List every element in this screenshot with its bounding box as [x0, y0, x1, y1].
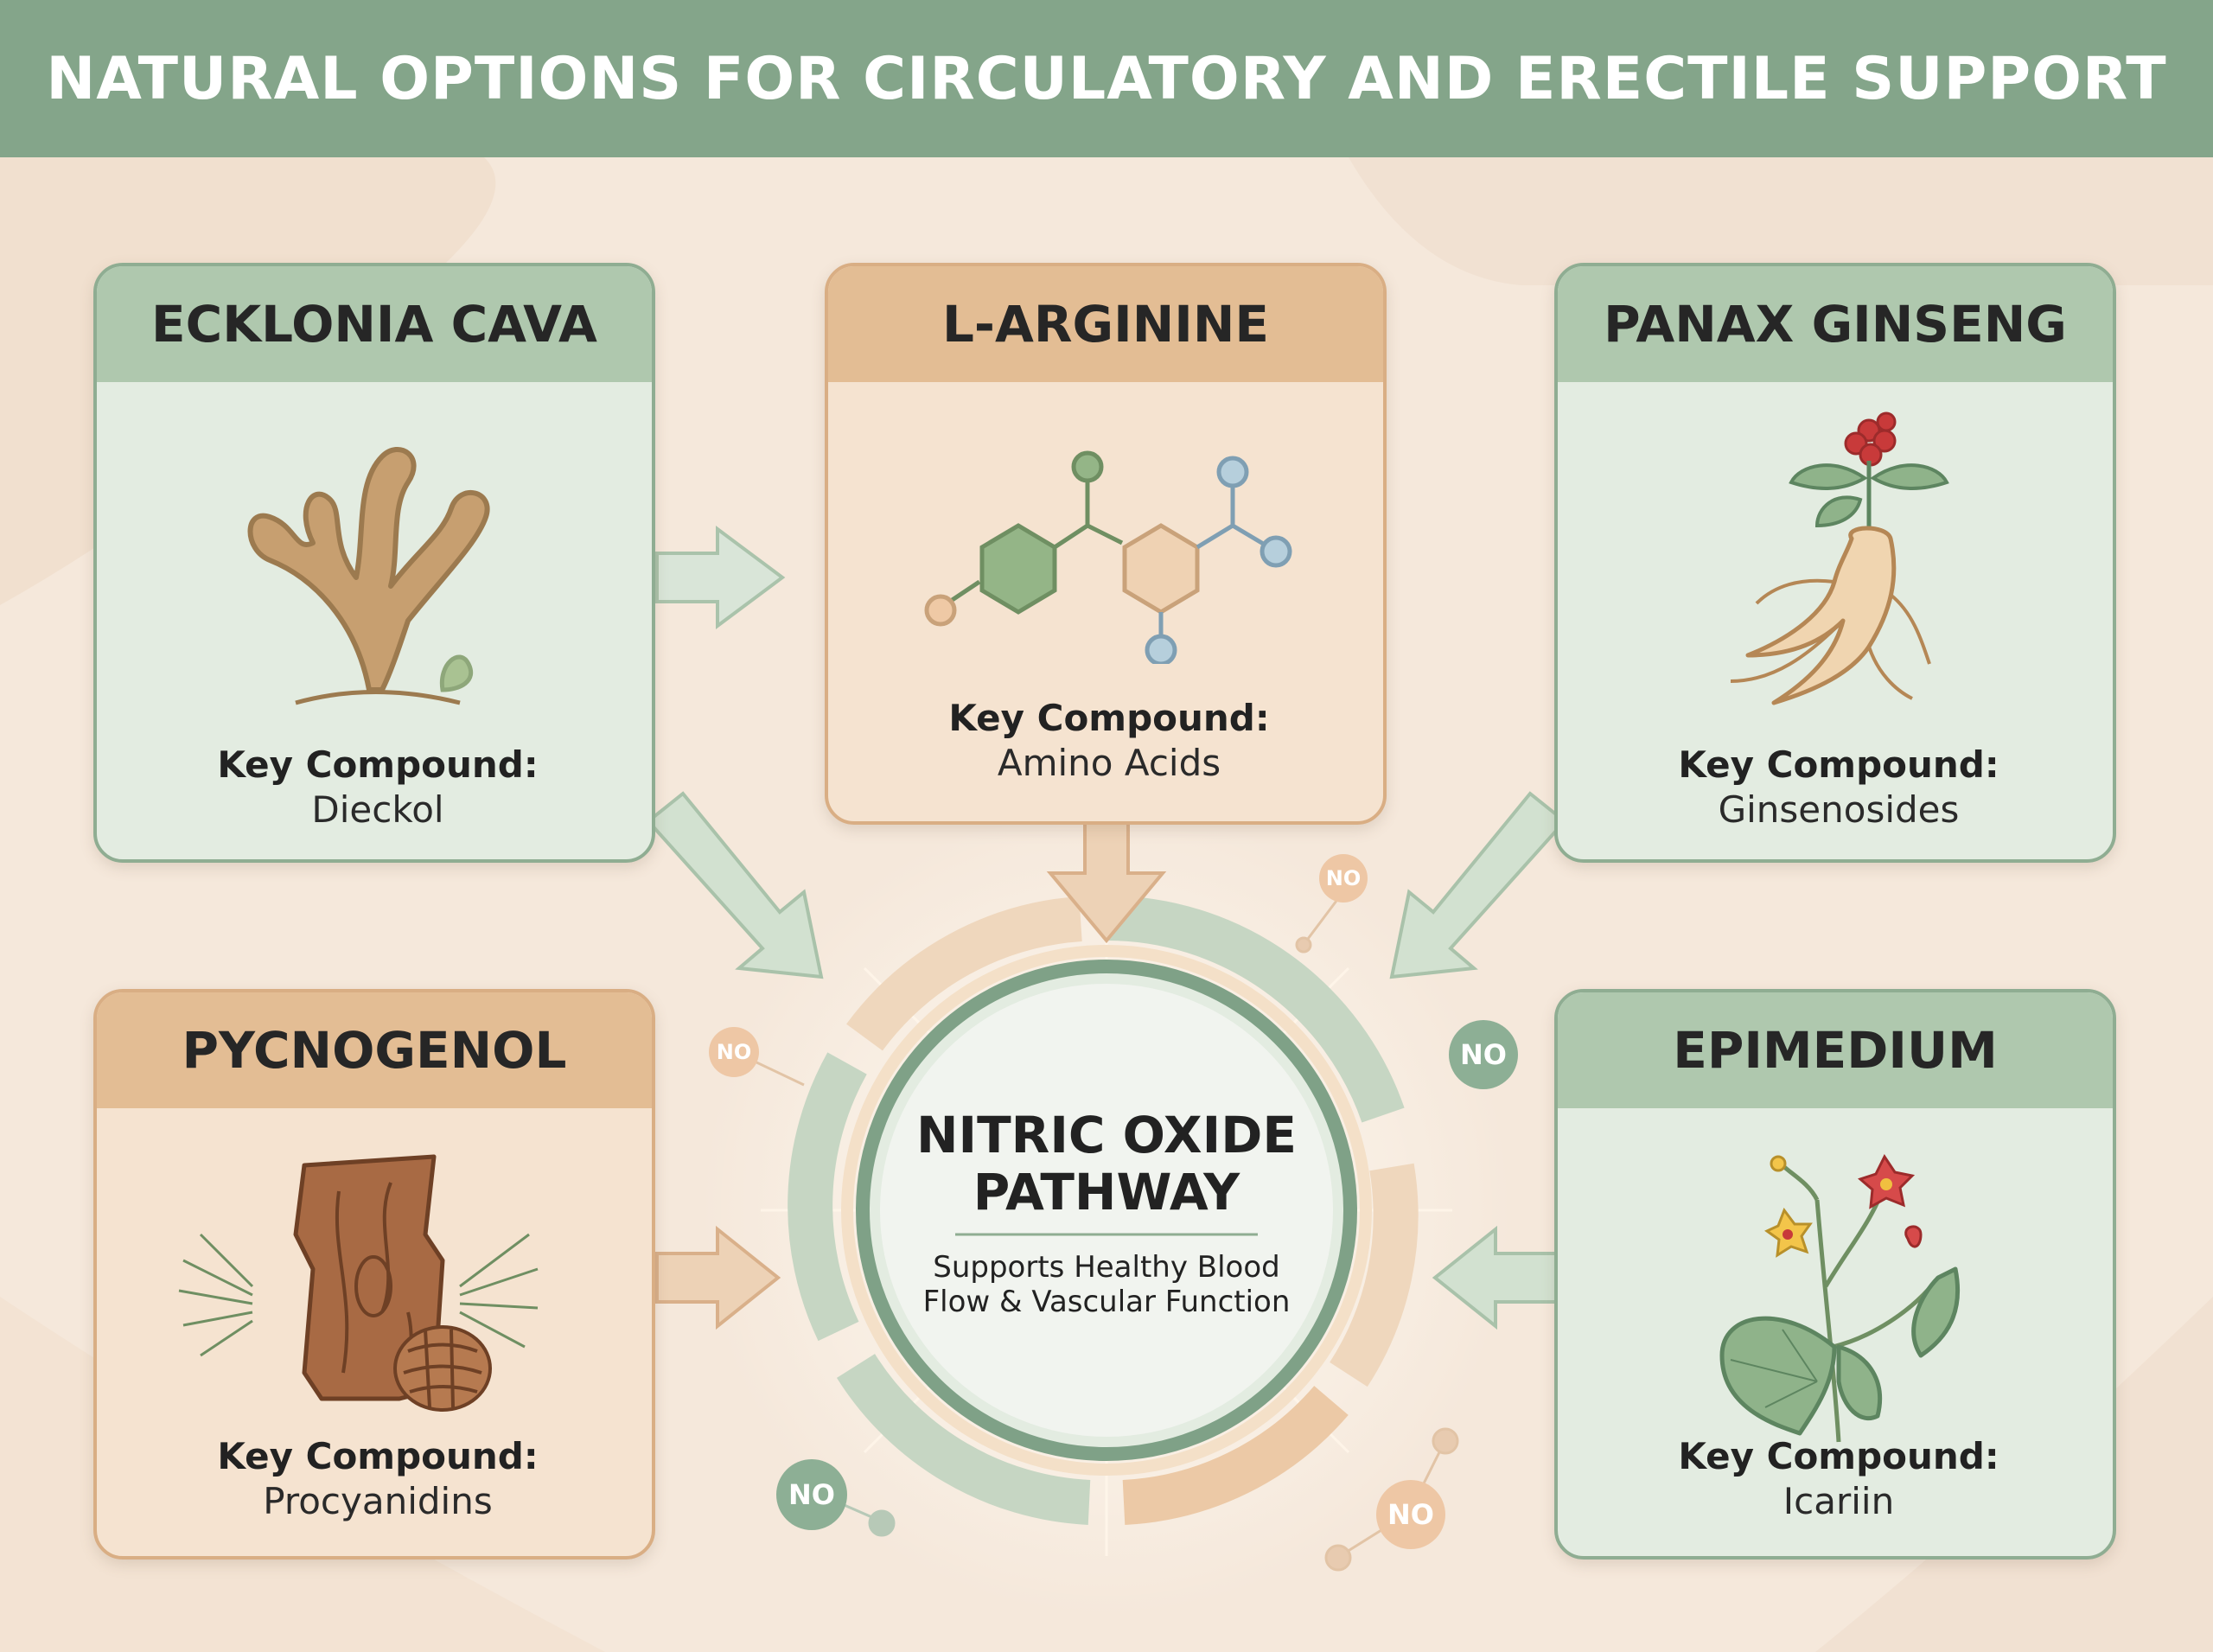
key-compound-value: Amino Acids: [997, 742, 1221, 784]
ring-segment: [1122, 1385, 1349, 1525]
arrow-epimedium-to-hub: [1432, 1225, 1558, 1330]
no-bubble: NO: [709, 1027, 759, 1077]
ring-segment: [836, 1353, 1091, 1525]
card-l-arginine: L-ARGININE Key Compound: Amino Acids: [825, 263, 1387, 825]
card-epimedium: EPIMEDIUM Key Compound: Icariin: [1554, 989, 2116, 1560]
hub-subtitle-line1: Supports Healthy Blood: [933, 1250, 1280, 1285]
card-pycnogenol: PYCNOGENOL Key Compound: Procyanidins: [93, 989, 655, 1560]
key-compound-label: Key Compound:: [1678, 743, 1999, 786]
arrow-arginine-to-hub: [1046, 821, 1167, 944]
key-compound-label: Key Compound:: [948, 697, 1270, 739]
card-title: PYCNOGENOL: [97, 992, 652, 1108]
hub-title-line1: NITRIC OXIDE: [916, 1106, 1297, 1164]
pine-bark-icon: [178, 1154, 539, 1412]
no-bubble: NO: [776, 1459, 847, 1530]
arrow-ginseng-to-hub: [1389, 791, 1567, 979]
title-banner: NATURAL OPTIONS FOR CIRCULATORY AND EREC…: [0, 0, 2213, 157]
key-compound-value: Icariin: [1783, 1480, 1895, 1522]
card-title: ECKLONIA CAVA: [97, 266, 652, 382]
key-compound-label: Key Compound:: [217, 1435, 539, 1477]
card-title: L-ARGININE: [828, 266, 1383, 382]
card-panax-ginseng: PANAX GINSENG Key Compound: Ginsenosides: [1554, 263, 2116, 863]
key-compound-label: Key Compound:: [217, 743, 539, 786]
card-ecklonia-cava: ECKLONIA CAVA Key Compound: Dieckol: [93, 263, 655, 863]
hub-title-line2: PATHWAY: [973, 1163, 1240, 1221]
ring-segment: [1106, 895, 1405, 1123]
ring-segment: [1330, 1163, 1419, 1387]
page-title: NATURAL OPTIONS FOR CIRCULATORY AND EREC…: [46, 44, 2167, 113]
ginseng-root-icon: [1730, 411, 1949, 705]
ring-segment: [788, 1052, 867, 1342]
no-bubble: NO: [1319, 854, 1368, 903]
molecule-icon: [924, 450, 1292, 664]
key-compound-value: Ginsenosides: [1718, 788, 1960, 831]
key-compound-value: Procyanidins: [263, 1480, 493, 1522]
card-title: PANAX GINSENG: [1558, 266, 2113, 382]
epimedium-flower-icon: [1719, 1154, 1961, 1443]
card-title: EPIMEDIUM: [1558, 992, 2113, 1108]
hub-subtitle-line2: Flow & Vascular Function: [922, 1285, 1291, 1319]
key-compound-value: Dieckol: [311, 788, 444, 831]
hub-subtitle: Supports Healthy Blood Flow & Vascular F…: [890, 1250, 1323, 1319]
key-compound-label: Key Compound:: [1678, 1435, 1999, 1477]
hub-title: NITRIC OXIDE PATHWAY: [890, 1107, 1323, 1221]
no-bubble: NO: [1449, 1020, 1518, 1089]
arrow-ecklonia-to-arginine: [655, 526, 786, 629]
arrow-pycnogenol-to-hub: [655, 1225, 781, 1330]
seaweed-icon: [247, 446, 490, 705]
ring-segment: [846, 896, 1082, 1051]
no-bubble: NO: [1376, 1480, 1445, 1549]
arrow-ecklonia-to-hub: [646, 791, 824, 979]
